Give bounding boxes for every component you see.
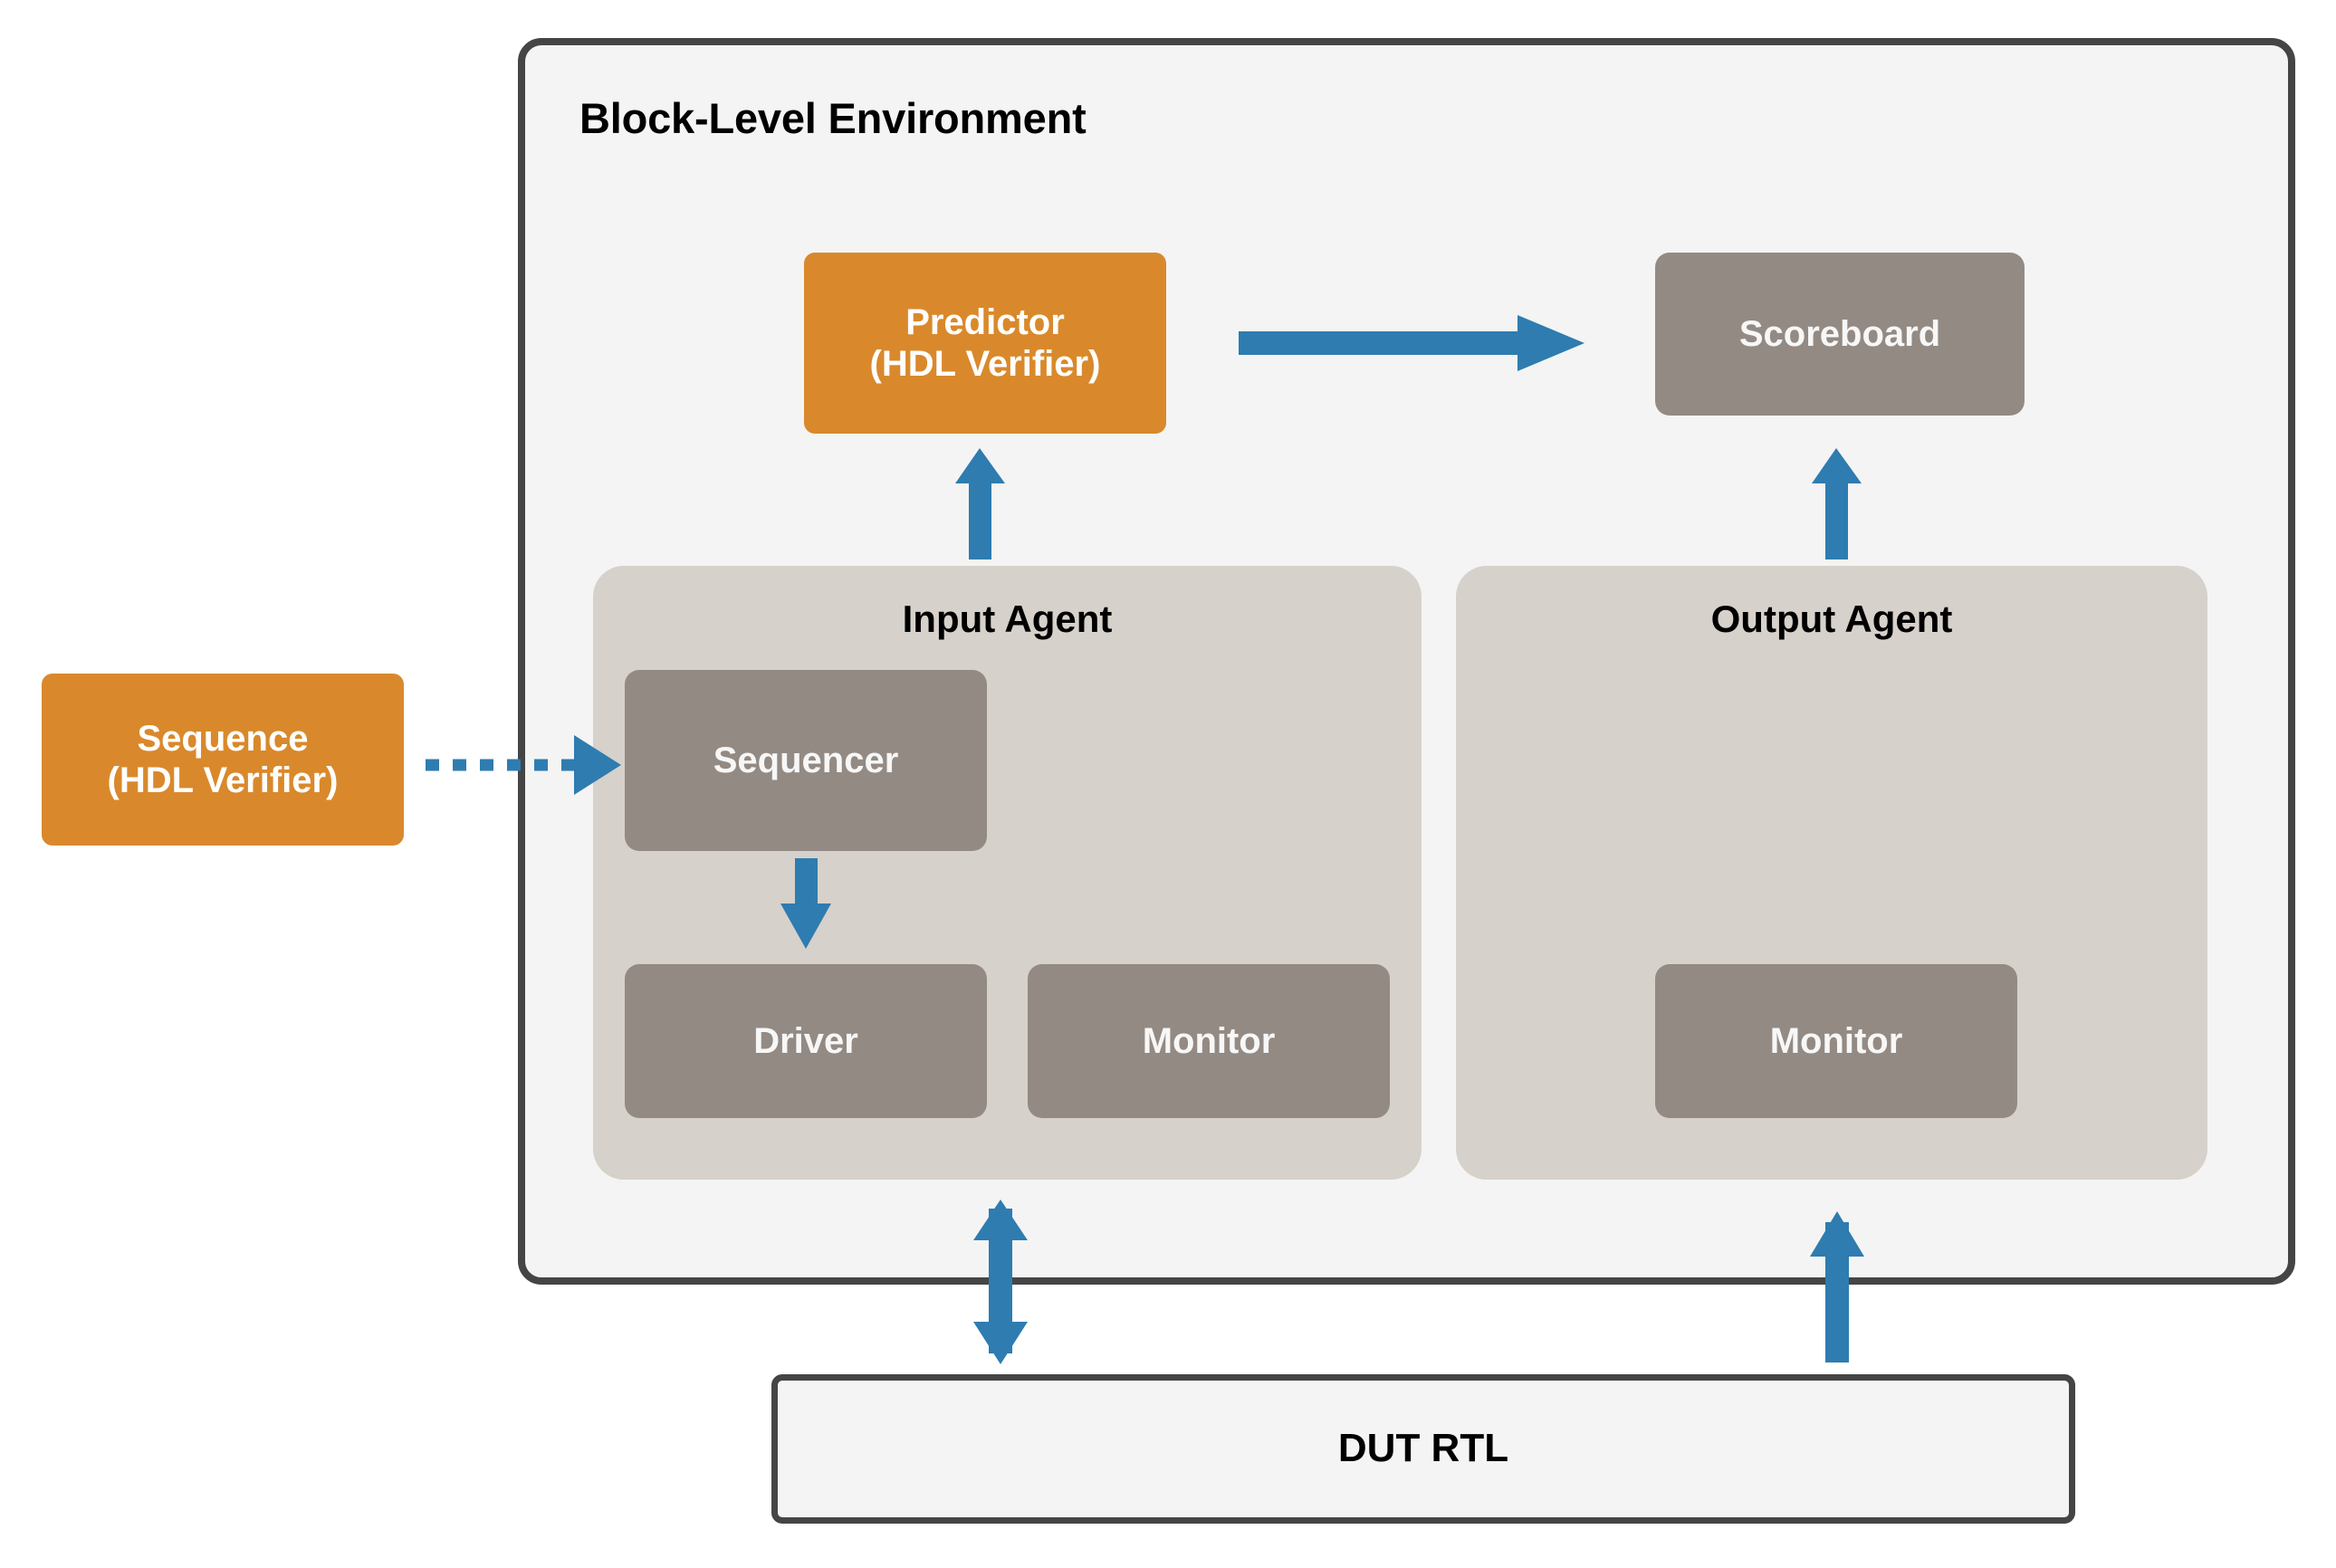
- sequencer-node[interactable]: Sequencer: [625, 670, 987, 851]
- input-agent-monitor-node[interactable]: Monitor: [1028, 964, 1390, 1118]
- predictor-node[interactable]: Predictor (HDL Verifier): [804, 253, 1166, 434]
- block-level-environment-title: Block-Level Environment: [579, 93, 1087, 143]
- output-agent-label: Output Agent: [1710, 598, 1953, 640]
- env-title-text: Block-Level Environment: [579, 94, 1087, 142]
- sequence-node[interactable]: Sequence (HDL Verifier): [42, 674, 404, 846]
- dut-rtl-node[interactable]: DUT RTL: [771, 1374, 2075, 1524]
- driver-node[interactable]: Driver: [625, 964, 987, 1118]
- input-agent-label: Input Agent: [902, 598, 1113, 640]
- output-agent-monitor-node[interactable]: Monitor: [1655, 964, 2017, 1118]
- scoreboard-node[interactable]: Scoreboard: [1655, 253, 2025, 416]
